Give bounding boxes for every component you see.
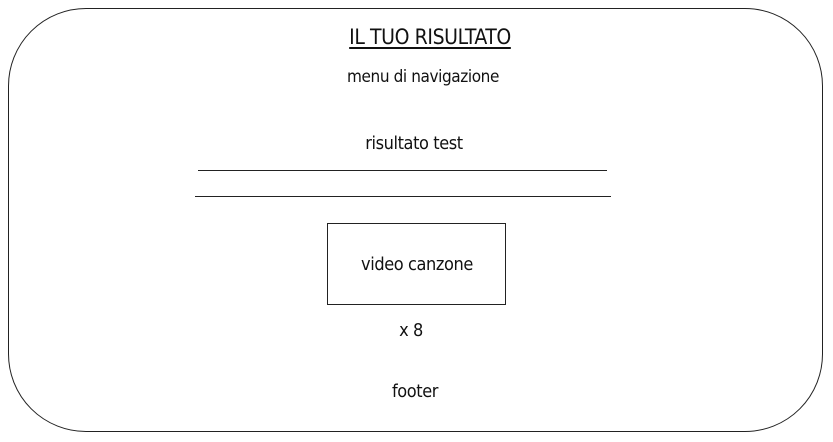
video-repeat-count: x 8 [399, 320, 423, 341]
song-video-label: video canzone [361, 254, 473, 275]
navigation-menu-placeholder[interactable]: menu di navigazione [347, 67, 499, 87]
song-video-placeholder[interactable] [327, 223, 506, 305]
wireframe-frame [8, 8, 823, 432]
result-divider-bottom [195, 196, 611, 197]
result-divider-top [198, 170, 607, 171]
footer-placeholder: footer [391, 381, 439, 402]
page-title: IL TUO RISULTATO [349, 25, 511, 49]
test-result-label: risultato test [365, 133, 463, 154]
